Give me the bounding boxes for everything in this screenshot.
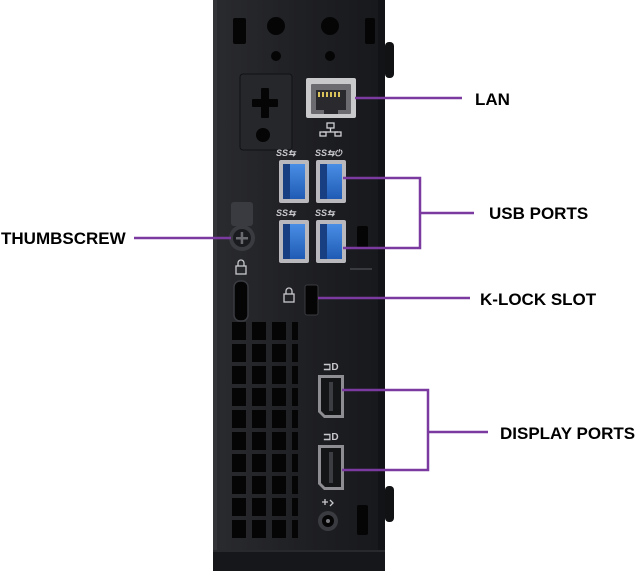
chassis-edge-left <box>213 0 217 571</box>
rubber-foot-bottom <box>385 486 394 522</box>
side-slot <box>357 226 368 248</box>
thumbscrew-label: THUMBSCREW <box>1 229 126 248</box>
power-icon <box>322 499 334 507</box>
chassis-base <box>213 550 385 571</box>
lan-label: LAN <box>475 90 510 109</box>
padlock-loop <box>233 280 249 322</box>
top-mount-hole-3 <box>271 51 281 61</box>
cover-hole <box>256 128 270 142</box>
usb-port <box>279 160 309 203</box>
rubber-foot-top <box>385 42 394 78</box>
top-mount-hole-2 <box>321 17 339 35</box>
usb-superspeed-icon: SS⇆ <box>315 208 336 218</box>
displayport-icon: ⊐D <box>323 362 339 373</box>
display-ports-label: DISPLAY PORTS <box>500 424 636 443</box>
vent-grille <box>232 322 298 538</box>
usb-callout <box>343 176 474 250</box>
top-vent-slot-2 <box>365 18 375 44</box>
side-line <box>350 268 372 270</box>
display-callout <box>342 388 488 472</box>
displayport <box>318 375 344 418</box>
power-jack <box>318 511 338 531</box>
usb-superspeed-icon: SS⇆ <box>276 148 297 158</box>
plus-vertical <box>261 88 269 118</box>
usb-port <box>279 220 309 263</box>
thumbscrew <box>229 202 255 251</box>
k-lock-slot-label: K-LOCK SLOT <box>480 290 597 309</box>
chassis-edge-right <box>378 0 385 571</box>
callout-lines <box>134 96 488 472</box>
displayport <box>318 445 344 490</box>
lan-port <box>306 78 356 118</box>
padlock-icon <box>283 287 295 303</box>
usb-port <box>316 220 346 263</box>
top-vent-slot-1 <box>233 18 246 44</box>
usb-superspeed-icon: SS⇆⏻ <box>315 148 344 158</box>
network-icon <box>319 122 342 137</box>
usb-ports-label: USB PORTS <box>489 204 589 223</box>
top-mount-hole-1 <box>267 17 285 35</box>
usb-superspeed-icon: SS⇆ <box>276 208 297 218</box>
usb-port <box>316 160 346 203</box>
displayport-icon: ⊐D <box>323 432 339 443</box>
top-mount-hole-4 <box>325 51 335 61</box>
padlock-icon <box>235 259 247 275</box>
bottom-slot <box>357 505 368 535</box>
k-lock-slot <box>304 284 319 316</box>
